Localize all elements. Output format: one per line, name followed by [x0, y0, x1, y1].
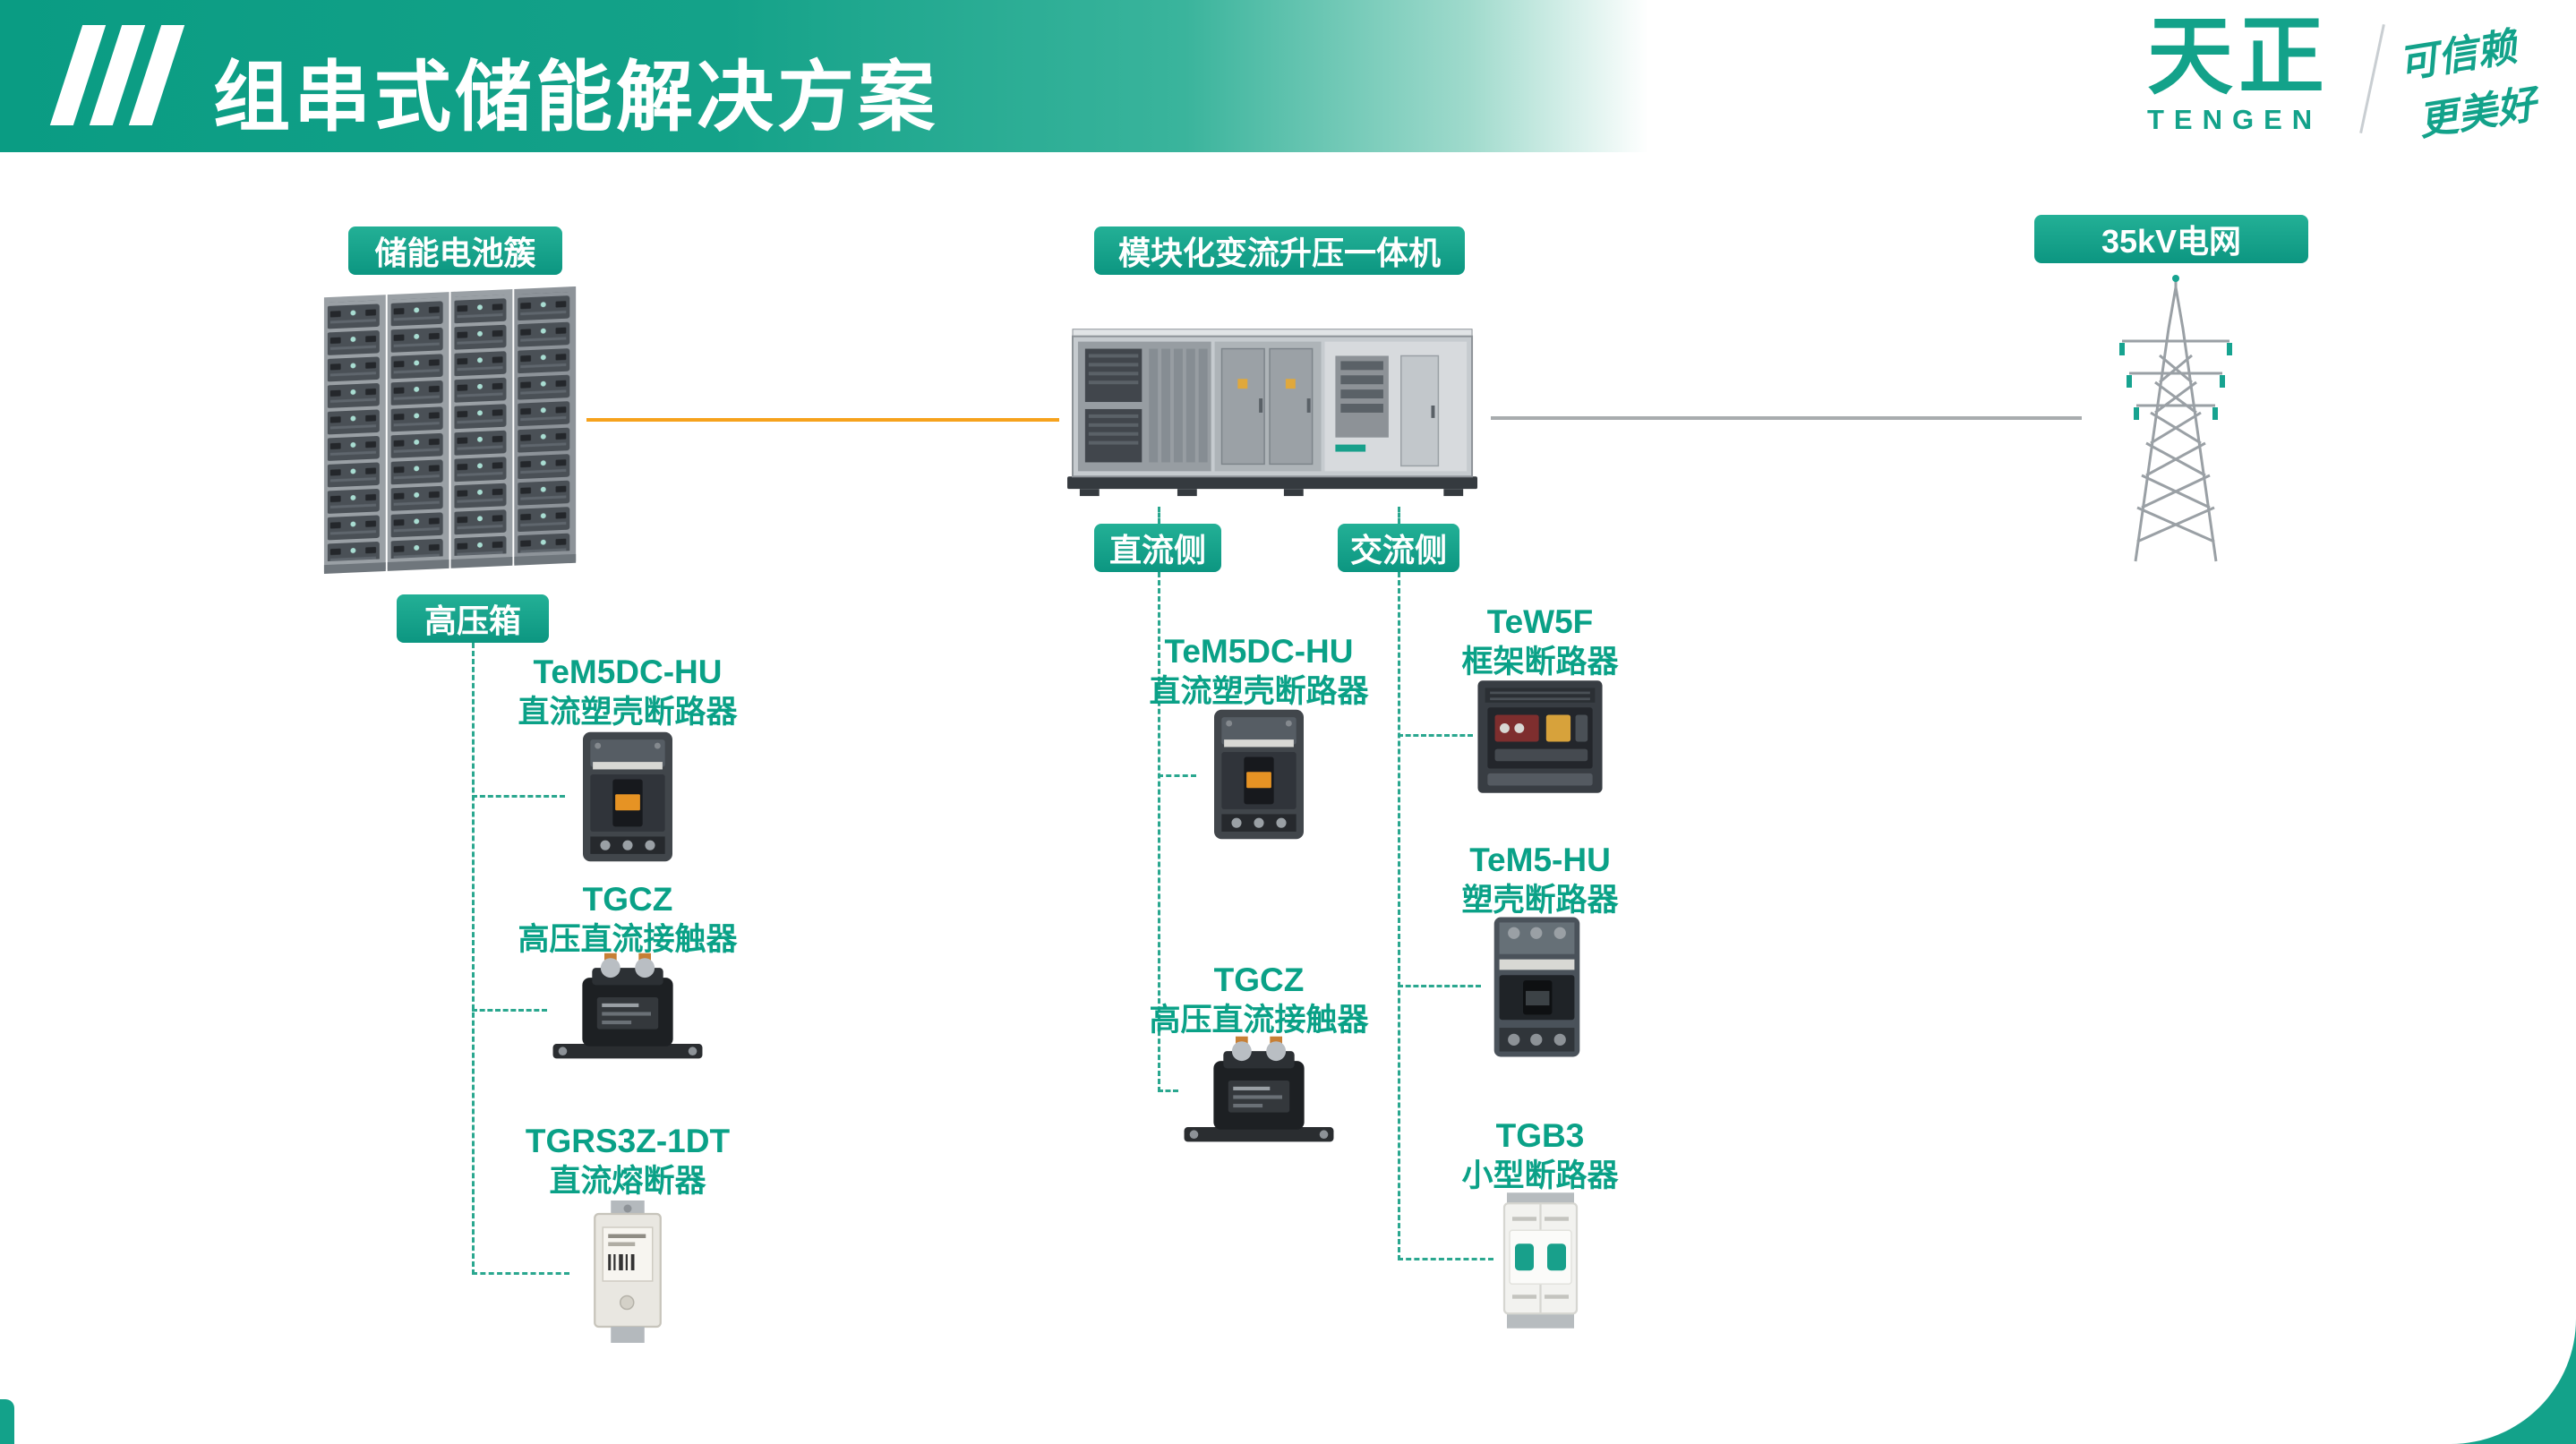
product-name: 高压直流接触器	[518, 922, 738, 958]
hv-box-badge: 高压箱	[397, 594, 549, 643]
brand-logo: 天正 TENGEN	[2147, 14, 2330, 136]
page-title: 组串式储能解决方案	[213, 55, 938, 141]
ac-side-branch-line	[1398, 572, 1400, 1260]
dc-bus-line	[586, 418, 1059, 422]
dashed-connector	[1398, 734, 1473, 737]
product-name: 框架断路器	[1461, 645, 1619, 680]
product-model: TeW5F	[1486, 603, 1594, 640]
converter-badge: 模块化变流升压一体机	[1094, 226, 1465, 275]
dashed-connector	[472, 1272, 569, 1275]
dc-contactor-product-image	[547, 951, 708, 1067]
header-bar: 组串式储能解决方案	[0, 0, 2576, 152]
battery-cluster-badge: 储能电池簇	[348, 226, 562, 275]
dc-contactor-product-image	[1178, 1034, 1339, 1150]
triple-slash-icon	[49, 25, 185, 125]
product-model: TGCZ	[1213, 961, 1305, 998]
dc-mccb-product-image	[565, 730, 690, 864]
dashed-connector	[472, 795, 565, 798]
mcb-product-image	[1493, 1189, 1588, 1332]
product-model: TeM5-HU	[1469, 842, 1611, 878]
product-name: 塑壳断路器	[1461, 883, 1619, 919]
product-name: 直流塑壳断路器	[518, 695, 738, 731]
brand-name-latin: TENGEN	[2147, 104, 2323, 135]
product-name: 直流熔断器	[549, 1164, 706, 1200]
transmission-tower-illustration	[2086, 273, 2265, 568]
product-model: TeM5DC-HU	[533, 654, 723, 690]
product-label: TGCZ 高压直流接触器	[1098, 960, 1420, 1040]
modular-converter-illustration	[1059, 303, 1491, 507]
dc-side-badge: 直流侧	[1094, 524, 1221, 572]
product-label: TeM5DC-HU 直流塑壳断路器	[1098, 631, 1420, 712]
dc-side-branch-line	[1158, 572, 1160, 1092]
product-label: TGRS3Z-1DT 直流熔断器	[466, 1121, 789, 1201]
acb-product-image	[1473, 674, 1607, 799]
brand-name-cn: 天正	[2147, 9, 2330, 105]
ac-bus-line	[1491, 416, 2082, 420]
product-model: TGB3	[1495, 1117, 1585, 1154]
grid-badge: 35kV电网	[2034, 215, 2308, 263]
dc-mccb-product-image	[1196, 707, 1322, 842]
product-name: 高压直流接触器	[1149, 1003, 1369, 1038]
dashed-connector	[1398, 1258, 1493, 1260]
dashed-connector	[1158, 507, 1160, 524]
product-label: TGCZ 高压直流接触器	[466, 879, 789, 960]
ac-side-badge: 交流侧	[1338, 524, 1459, 572]
product-model: TeM5DC-HU	[1164, 633, 1354, 670]
bottom-left-corner-decoration	[0, 1399, 14, 1444]
dc-fuse-product-image	[569, 1198, 686, 1346]
product-label: TeM5DC-HU 直流塑壳断路器	[466, 652, 789, 732]
bottom-right-corner-decoration	[2442, 1319, 2576, 1444]
dashed-connector	[472, 1009, 547, 1012]
product-model: TGRS3Z-1DT	[525, 1123, 731, 1159]
dashed-connector	[1398, 507, 1400, 524]
dashed-connector	[1158, 774, 1196, 777]
dashed-connector	[1158, 1089, 1178, 1092]
battery-rack-illustration	[321, 286, 585, 586]
mccb-product-image	[1481, 913, 1593, 1061]
product-name: 直流塑壳断路器	[1149, 674, 1369, 710]
product-label: TGB3 小型断路器	[1379, 1115, 1701, 1196]
product-label: TeW5F 框架断路器	[1379, 602, 1701, 682]
product-name: 小型断路器	[1461, 1158, 1619, 1194]
hv-box-branch-line	[472, 643, 475, 1275]
product-model: TGCZ	[582, 881, 673, 918]
dashed-connector	[1398, 985, 1481, 987]
product-label: TeM5-HU 塑壳断路器	[1379, 840, 1701, 920]
